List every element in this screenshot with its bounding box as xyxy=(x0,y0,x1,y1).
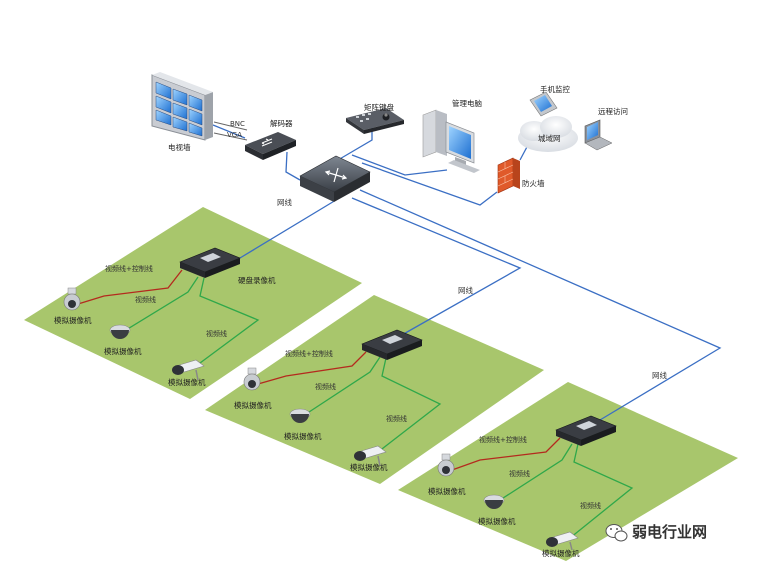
camera-label: 模拟摄像机 xyxy=(54,315,92,325)
mobile-phone-icon xyxy=(529,91,558,117)
camera-label: 模拟摄像机 xyxy=(542,548,580,558)
net-label-2: 网线 xyxy=(458,285,473,295)
management-pc-label: 管理电脑 xyxy=(452,98,482,108)
zone3-video-label-b: 视频线 xyxy=(580,501,601,510)
dvr-icon xyxy=(361,329,423,360)
decoder-label: 解码器 xyxy=(270,118,293,128)
firewall-label: 防火墙 xyxy=(522,178,545,188)
remote-label: 远程访问 xyxy=(598,106,628,116)
bullet-camera-icon xyxy=(546,531,579,551)
zone1-video-label-a: 视频线 xyxy=(135,295,156,304)
management-pc-icon xyxy=(422,109,480,173)
dvr-icon xyxy=(555,415,617,446)
zone-platform-3 xyxy=(398,382,738,561)
zone-platform-1 xyxy=(24,207,362,399)
net-label-1: 网线 xyxy=(277,197,292,207)
bullet-camera-icon xyxy=(354,445,387,467)
network-cables xyxy=(212,124,722,421)
camera-label: 模拟摄像机 xyxy=(234,400,272,410)
dome-camera-icon xyxy=(483,494,505,509)
matrix-keyboard-label: 矩阵键盘 xyxy=(364,102,394,112)
camera-label: 模拟摄像机 xyxy=(350,462,388,472)
zone3-cables xyxy=(451,437,634,539)
zone1-video-label-b: 视频线 xyxy=(206,329,227,338)
zone1-video-control-label: 视频线+控制线 xyxy=(105,264,153,273)
decoder-icon xyxy=(245,132,296,160)
zone3-video-control-label: 视频线+控制线 xyxy=(479,435,527,444)
dome-camera-icon xyxy=(289,408,311,423)
camera-label: 模拟摄像机 xyxy=(284,431,322,441)
wechat-icon xyxy=(605,524,628,542)
camera-label: 模拟摄像机 xyxy=(428,486,466,496)
camera-label: 模拟摄像机 xyxy=(104,346,142,356)
ptz-camera-icon xyxy=(63,287,81,311)
ptz-camera-icon xyxy=(437,453,455,477)
video-wall-icon xyxy=(151,72,213,141)
bnc-label: BNC xyxy=(230,120,245,128)
video-wall-label: 电视墙 xyxy=(168,142,191,152)
watermark-text: 弱电行业网 xyxy=(632,523,707,541)
zone-platform-2 xyxy=(205,295,544,484)
firewall-icon xyxy=(497,157,520,194)
remote-laptop-icon xyxy=(584,119,613,151)
net-label-3: 网线 xyxy=(652,370,667,380)
camera-label: 模拟摄像机 xyxy=(478,516,516,526)
zone2-video-control-label: 视频线+控制线 xyxy=(285,349,333,358)
dvr-icon xyxy=(179,247,241,278)
zone2-video-label-a: 视频线 xyxy=(315,382,336,391)
core-switch-icon xyxy=(299,155,371,202)
dvr-label-1: 硬盘录像机 xyxy=(238,275,276,285)
zone2-cables xyxy=(257,351,442,453)
dome-camera-icon xyxy=(109,324,131,339)
wan-label: 城域网 xyxy=(538,133,561,143)
zone1-cables xyxy=(77,269,260,367)
camera-label: 模拟摄像机 xyxy=(168,377,206,387)
ptz-camera-icon xyxy=(243,367,261,391)
zone3-video-label-a: 视频线 xyxy=(509,469,530,478)
wan-cloud-icon xyxy=(518,116,578,152)
matrix-keyboard-icon xyxy=(346,108,404,134)
vga-label: VGA xyxy=(227,131,242,139)
bullet-camera-icon xyxy=(172,359,205,381)
mobile-label: 手机监控 xyxy=(540,84,570,94)
zone2-video-label-b: 视频线 xyxy=(386,414,407,423)
